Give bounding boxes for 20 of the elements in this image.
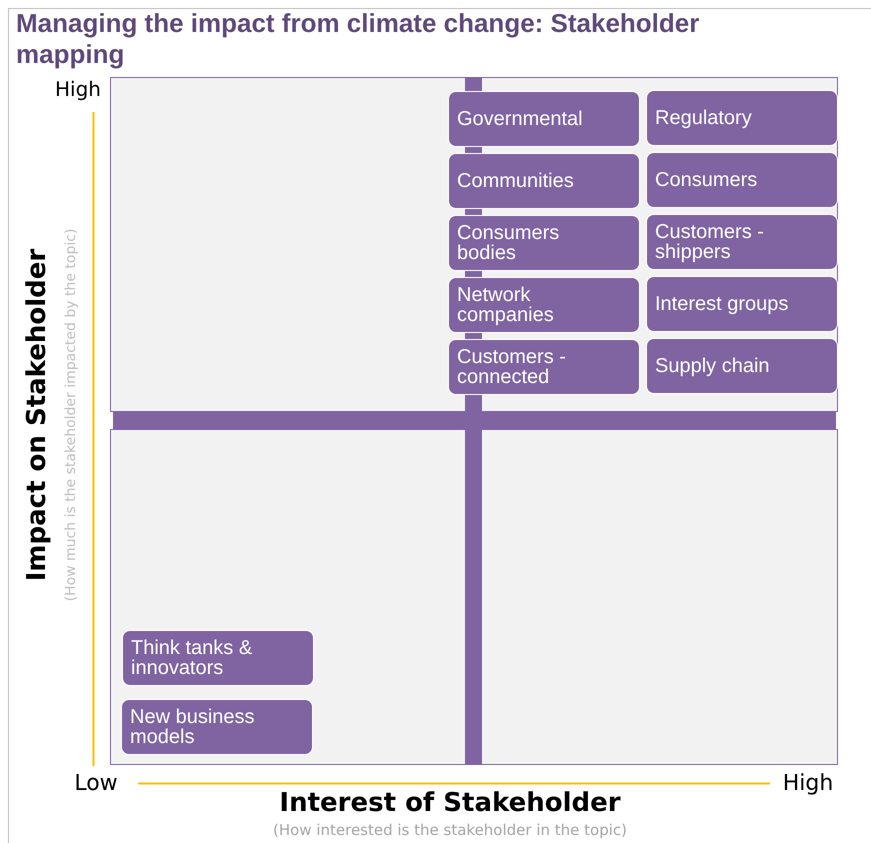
axis-subtitle: (How much is the stakeholder impacted by the topic): [63, 228, 80, 604]
axis-title: Interest of Stakeholder: [278, 789, 622, 820]
stakeholder-box: Supply chain: [646, 338, 838, 394]
stakeholder-box: Communities: [448, 153, 640, 209]
stakeholder-box: Network companies: [448, 277, 640, 333]
diagram-title: Managing the impact from climate change: Stakeholder mapping: [16, 8, 700, 70]
axis-label: High: [782, 771, 834, 797]
axis-subtitle: (How interested is the stakeholder in the topic): [272, 822, 628, 841]
stakeholder-box: Interest groups: [646, 276, 838, 332]
stakeholder-box: Think tanks & innovators: [122, 630, 314, 686]
stakeholder-box: New business models: [121, 699, 313, 755]
stakeholder-box: Customers - connected: [448, 339, 640, 395]
axis-label: High: [54, 78, 102, 103]
axis-label: Low: [73, 771, 119, 797]
axis-title: Impact on Stakeholder: [23, 248, 53, 584]
stakeholder-box: Consumers bodies: [448, 215, 640, 271]
stakeholder-box: Governmental: [448, 91, 640, 147]
stakeholder-box: Regulatory: [646, 90, 838, 146]
stakeholder-box: Customers - shippers: [646, 214, 838, 270]
stakeholder-box: Consumers: [646, 152, 838, 208]
